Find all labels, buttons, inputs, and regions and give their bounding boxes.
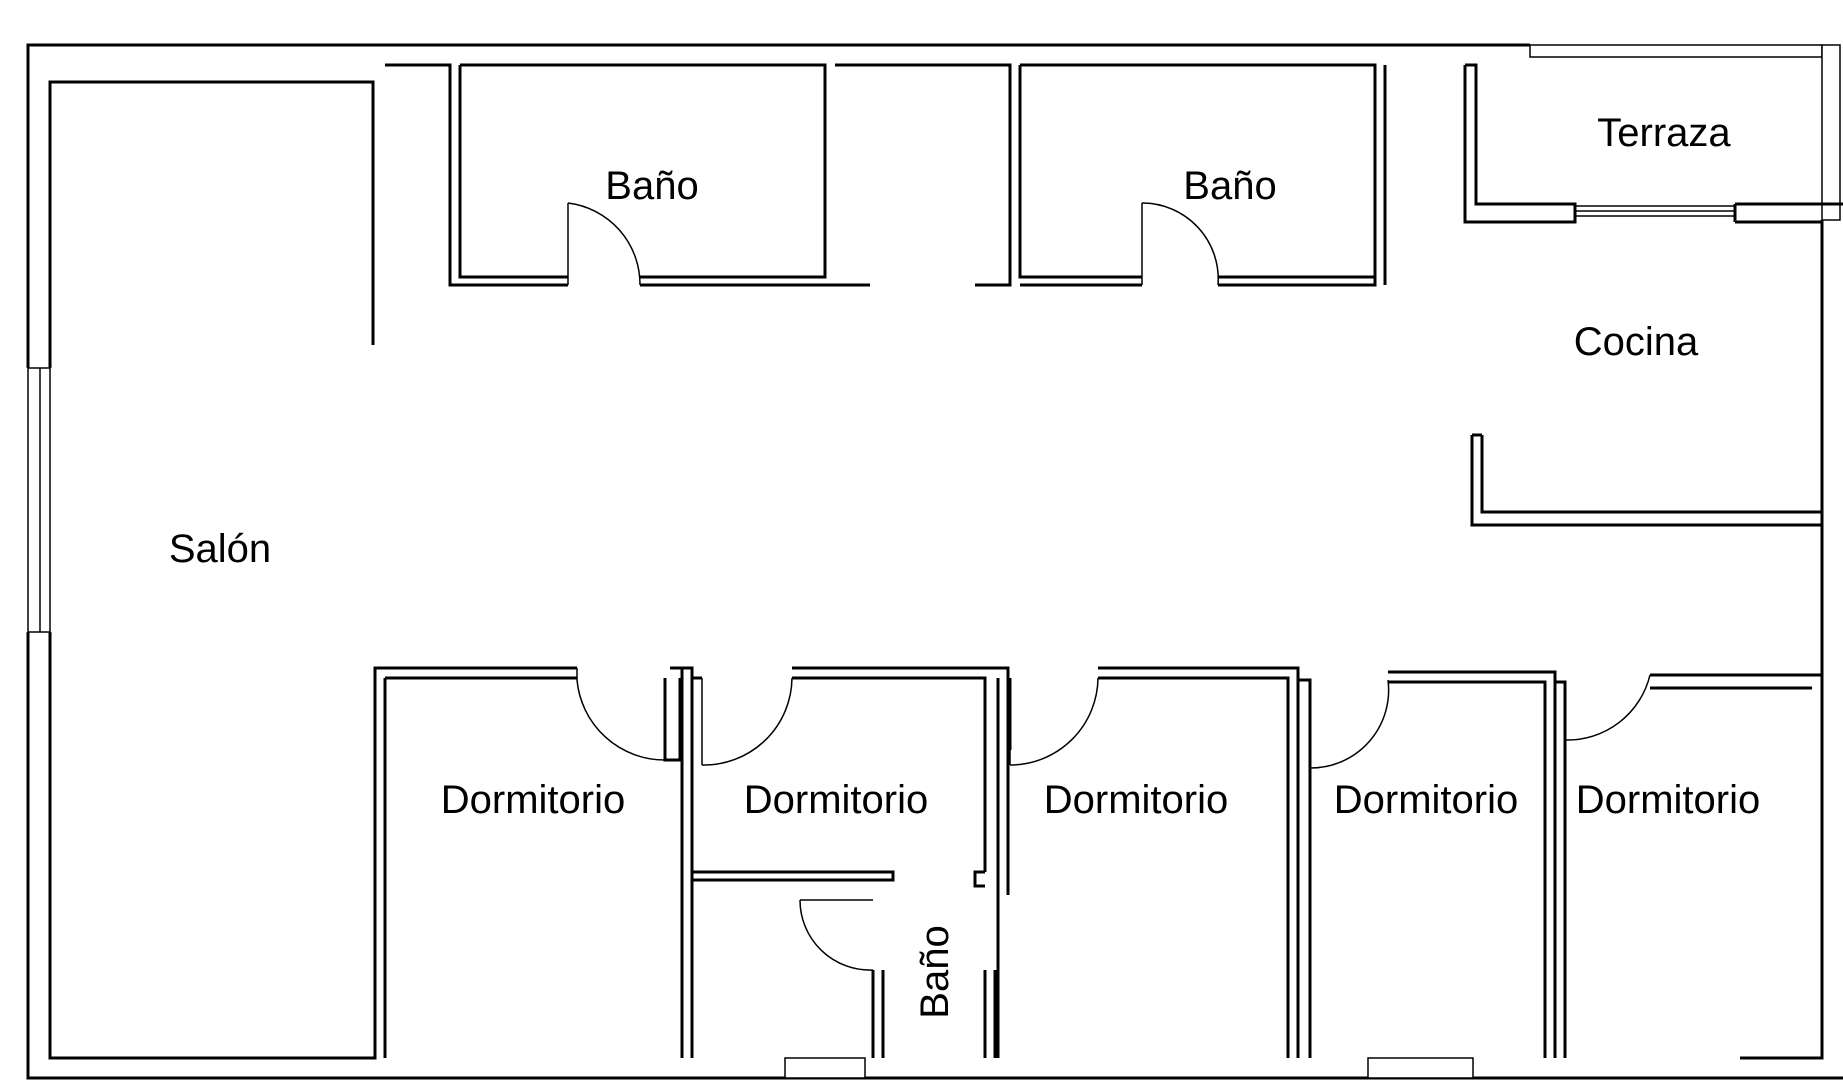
dormitorio-4-window (1367, 1057, 1474, 1079)
room-label-dormitorio-3: Dormitorio (1044, 778, 1228, 822)
room-label-bano-2: Baño (1183, 164, 1276, 208)
bano-3-window (784, 1057, 866, 1079)
room-label-terraza: Terraza (1597, 111, 1731, 155)
room-label-dormitorio-5: Dormitorio (1576, 778, 1760, 822)
doors (567, 202, 1651, 971)
room-labels: Salón Baño Baño Terraza Cocina Dormitori… (169, 111, 1760, 1019)
room-label-dormitorio-2: Dormitorio (744, 778, 928, 822)
top-bathrooms (385, 63, 1387, 287)
bedroom-walls (383, 666, 1822, 1058)
exterior-walls (26, 43, 1843, 1080)
terraza-side-railing (1821, 44, 1841, 221)
salon-window (27, 367, 51, 633)
kitchen-walls (1463, 63, 1843, 527)
terraza-railing (1529, 44, 1823, 58)
room-label-dormitorio-1: Dormitorio (441, 778, 625, 822)
room-label-bano-3: Baño (913, 925, 957, 1018)
room-label-dormitorio-4: Dormitorio (1334, 778, 1518, 822)
room-label-salon: Salón (169, 527, 271, 571)
windows (27, 44, 1841, 1079)
room-label-bano-1: Baño (605, 164, 698, 208)
room-label-cocina: Cocina (1574, 320, 1699, 364)
